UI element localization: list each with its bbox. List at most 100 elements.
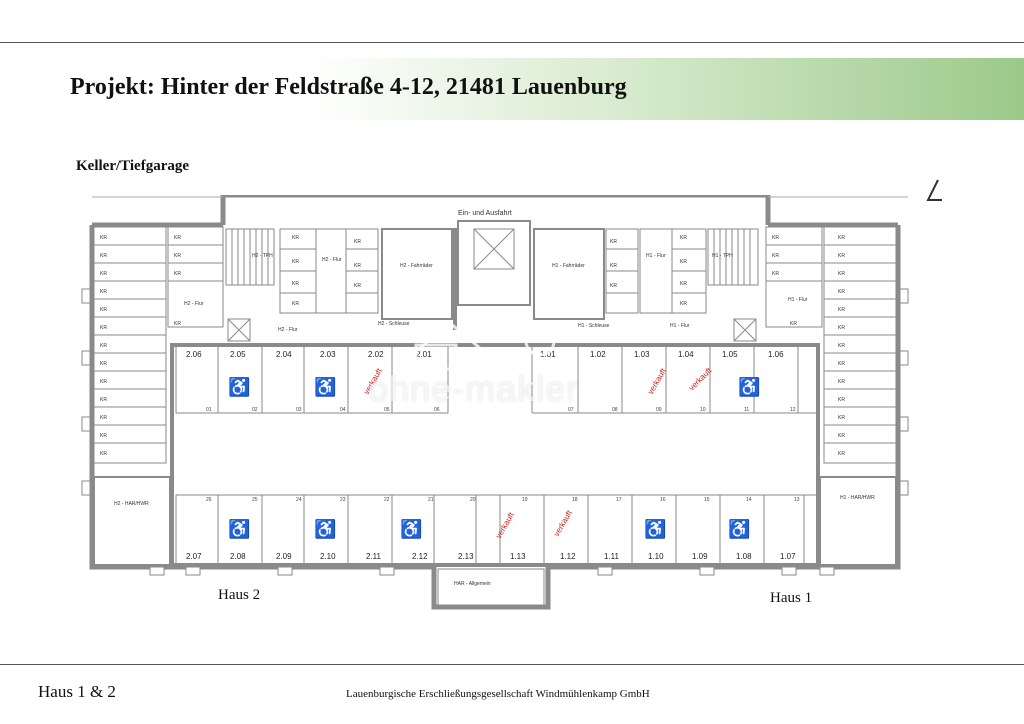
room-h2-tph: H2 - TPH bbox=[252, 253, 273, 259]
kr-label-47: KR bbox=[838, 433, 845, 439]
kr-label-19: KR bbox=[292, 259, 299, 265]
wheelchair-icon: ♿ bbox=[314, 376, 336, 397]
stall-code-2.07: 2.07 bbox=[186, 552, 202, 561]
kr-label-42: KR bbox=[838, 343, 845, 349]
room-h2-fahrrader: H2 - Fahrräder bbox=[400, 263, 433, 269]
kr-label-14: KR bbox=[174, 235, 181, 241]
stall-code-1.09: 1.09 bbox=[692, 552, 708, 561]
room-h1-schleuse: H1 - Schleuse bbox=[578, 323, 610, 329]
kr-label-18: KR bbox=[292, 235, 299, 241]
stall-code-1.08: 1.08 bbox=[736, 552, 752, 561]
stall-code-2.10: 2.10 bbox=[320, 552, 336, 561]
kr-label-23: KR bbox=[354, 263, 361, 269]
sold-label-1.13: verkauft bbox=[494, 510, 516, 540]
room-h2-flur-lower: H2 - Flur bbox=[278, 327, 298, 333]
haus2-label: Haus 2 bbox=[218, 587, 261, 603]
stall-code-1.04: 1.04 bbox=[678, 350, 694, 359]
room-h1-flur-upper: H1 - Flur bbox=[646, 253, 666, 259]
kr-label-34: KR bbox=[772, 271, 779, 277]
stall-number-20: 20 bbox=[470, 497, 476, 503]
kr-label-37: KR bbox=[838, 253, 845, 259]
kr-label-9: KR bbox=[100, 379, 107, 385]
haus1-label: Haus 1 bbox=[770, 590, 813, 606]
wheelchair-icon: ♿ bbox=[728, 518, 750, 539]
kr-label-36: KR bbox=[838, 235, 845, 241]
bottom-rule bbox=[0, 664, 1024, 665]
kr-label-33: KR bbox=[772, 253, 779, 259]
stall-number-07: 07 bbox=[568, 407, 574, 413]
stall-code-2.06: 2.06 bbox=[186, 350, 202, 359]
stall-code-1.02: 1.02 bbox=[590, 350, 606, 359]
stall-number-23: 23 bbox=[340, 497, 346, 503]
stall-code-2.01: 2.01 bbox=[416, 350, 432, 359]
page-title: Projekt: Hinter der Feldstraße 4-12, 214… bbox=[70, 74, 627, 100]
floor-plan: KR KR KR KR KR KR KR KR KR KR KR KR KR K… bbox=[81, 195, 909, 610]
watermark-text: ohne-makler bbox=[368, 368, 580, 409]
stall-code-1.11: 1.11 bbox=[604, 552, 620, 561]
stall-code-1.05: 1.05 bbox=[722, 350, 738, 359]
watermark-logo-icon bbox=[399, 321, 556, 371]
stall-code-2.04: 2.04 bbox=[276, 350, 292, 359]
kr-label-5: KR bbox=[100, 307, 107, 313]
stall-code-1.06: 1.06 bbox=[768, 350, 784, 359]
stall-number-18: 18 bbox=[572, 497, 578, 503]
stall-number-21: 21 bbox=[428, 497, 434, 503]
stall-number-08: 08 bbox=[612, 407, 618, 413]
stall-code-1.13: 1.13 bbox=[510, 552, 526, 561]
kr-label-31: KR bbox=[680, 301, 687, 307]
stall-number-04: 04 bbox=[340, 407, 346, 413]
kr-label-27: KR bbox=[610, 283, 617, 289]
kr-label-11: KR bbox=[100, 415, 107, 421]
kr-label-38: KR bbox=[838, 271, 845, 277]
sold-label-1.12: verkauft bbox=[552, 508, 574, 538]
stall-number-03: 03 bbox=[296, 407, 302, 413]
kr-label-22: KR bbox=[354, 239, 361, 245]
stall-number-24: 24 bbox=[296, 497, 302, 503]
stall-code-1.10: 1.10 bbox=[648, 552, 664, 561]
kr-label-35: KR bbox=[790, 321, 797, 327]
kr-label-21: KR bbox=[292, 301, 299, 307]
stall-code-2.12: 2.12 bbox=[412, 552, 428, 561]
room-h1-tph: H1 - TPH bbox=[712, 253, 733, 259]
kr-label-8: KR bbox=[100, 361, 107, 367]
room-h2-flur-upper: H2 - Flur bbox=[322, 257, 342, 263]
kr-label-16: KR bbox=[174, 271, 181, 277]
stall-number-09: 09 bbox=[656, 407, 662, 413]
kr-label-15: KR bbox=[174, 253, 181, 259]
kr-label-13: KR bbox=[100, 451, 107, 457]
room-h1-flur-lower: H1 - Flur bbox=[670, 323, 690, 329]
kr-label-41: KR bbox=[838, 325, 845, 331]
room-h2-schleuse: H2 - Schleuse bbox=[378, 321, 410, 327]
kr-label-10: KR bbox=[100, 397, 107, 403]
room-h2-hwr: H2 - HAR/HWR bbox=[114, 501, 149, 507]
kr-label-20: KR bbox=[292, 281, 299, 287]
kr-label-26: KR bbox=[610, 263, 617, 269]
top-rule bbox=[0, 42, 1024, 43]
stall-code-2.08: 2.08 bbox=[230, 552, 246, 561]
stall-number-19: 19 bbox=[522, 497, 528, 503]
kr-label-39: KR bbox=[838, 289, 845, 295]
stall-number-25: 25 bbox=[252, 497, 258, 503]
stall-code-1.12: 1.12 bbox=[560, 552, 576, 561]
room-h1-hwr: H1 - HAR/HWR bbox=[840, 495, 875, 501]
stall-number-13: 13 bbox=[794, 497, 800, 503]
stall-code-2.03: 2.03 bbox=[320, 350, 336, 359]
kr-label-4: KR bbox=[100, 289, 107, 295]
kr-label-43: KR bbox=[838, 361, 845, 367]
stall-code-2.02: 2.02 bbox=[368, 350, 384, 359]
stall-number-12: 12 bbox=[790, 407, 796, 413]
stall-number-16: 16 bbox=[660, 497, 666, 503]
stall-code-2.09: 2.09 bbox=[276, 552, 292, 561]
wheelchair-icon: ♿ bbox=[400, 518, 422, 539]
stall-number-06: 06 bbox=[434, 407, 440, 413]
stall-code-1.01: 1.01 bbox=[540, 350, 556, 359]
stall-number-15: 15 bbox=[704, 497, 710, 503]
kr-label-3: KR bbox=[100, 271, 107, 277]
title-banner bbox=[0, 58, 1024, 120]
kr-label-45: KR bbox=[838, 397, 845, 403]
kr-label-29: KR bbox=[680, 259, 687, 265]
north-arrow-icon bbox=[926, 179, 942, 201]
stall-number-22: 22 bbox=[384, 497, 390, 503]
stall-number-01: 01 bbox=[206, 407, 212, 413]
kr-label-1: KR bbox=[100, 235, 107, 241]
